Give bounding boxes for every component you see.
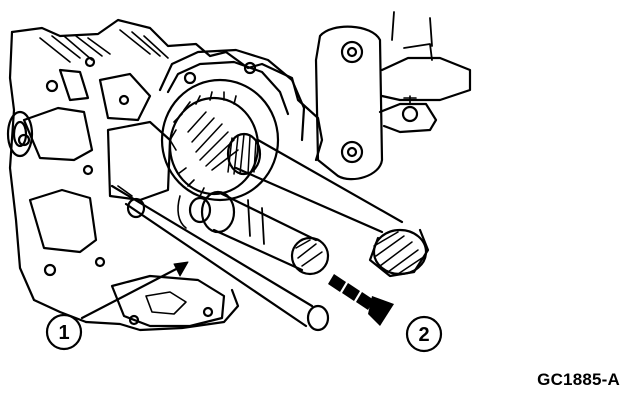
figure-code: GC1885-A <box>537 370 620 389</box>
mount-bracket <box>314 11 472 181</box>
callout-1-leader <box>80 264 184 320</box>
callout-1: 1 <box>45 313 83 351</box>
removal-direction-arrow <box>328 274 394 326</box>
transmission-case <box>6 18 324 332</box>
callout-2: 2 <box>405 315 443 353</box>
bearing-housing <box>158 48 306 202</box>
main-shaft <box>226 132 430 278</box>
callout-1-label: 1 <box>58 322 69 344</box>
countershaft <box>177 190 330 276</box>
callout-1-arrowhead <box>173 261 189 277</box>
callout-2-label: 2 <box>418 324 429 346</box>
dummy-shaft-rod <box>110 184 330 332</box>
